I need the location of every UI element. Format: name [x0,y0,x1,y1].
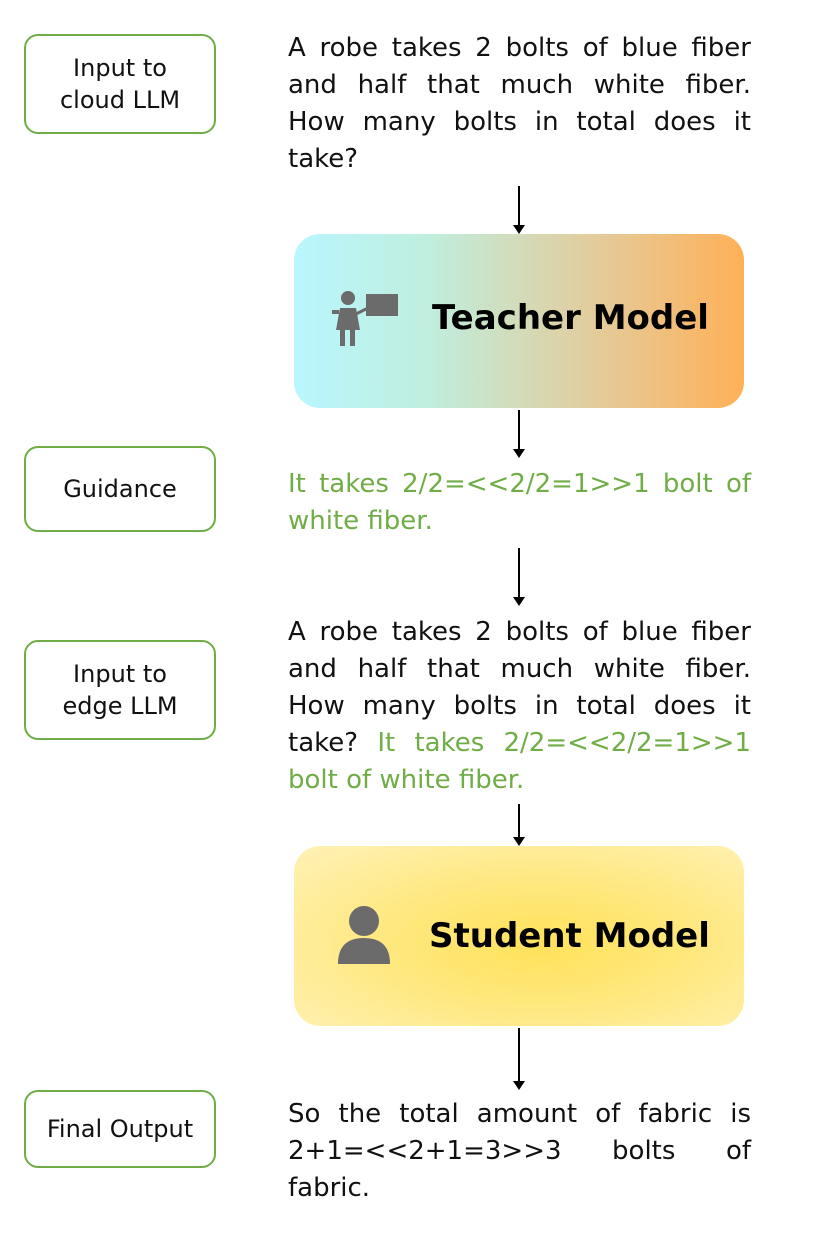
arrow-1 [513,186,525,234]
edge-input-text: A robe takes 2 bolts of blue fiber and h… [288,614,751,799]
input-edge-label-box: Input to edge LLM [24,640,216,740]
edge-question-text: A robe takes 2 bolts of blue fiber and h… [288,617,751,758]
student-model-box: Student Model [294,846,744,1026]
final-output-label: Final Output [46,1115,194,1143]
teacher-model-title: Teacher Model [432,298,709,338]
guidance-label-box: Guidance [24,446,216,532]
guidance-text: It takes 2/2=<<2/2=1>>1 bolt of white fi… [288,469,751,536]
edge-guidance-text: It takes 2/2=<<2/2=1>>1 bolt of white fi… [288,728,751,795]
final-output-text: So the total amount of fabric is 2+1=<<2… [288,1099,751,1203]
guidance-label: Guidance [63,475,177,503]
teacher-icon [332,291,398,346]
input-cloud-label: Input to cloud LLM [59,54,181,114]
arrow-3 [513,548,525,606]
person-icon [338,906,390,964]
arrow-4 [513,804,525,846]
teacher-model-box: Teacher Model [294,234,744,408]
student-model-title: Student Model [429,916,710,956]
final-output-label-box: Final Output [24,1090,216,1168]
arrow-2 [513,410,525,458]
arrow-5 [513,1028,525,1090]
cloud-question-text: A robe takes 2 bolts of blue fiber and h… [288,33,751,174]
input-edge-label: Input to edge LLM [62,660,178,720]
input-cloud-label-box: Input to cloud LLM [24,34,216,134]
